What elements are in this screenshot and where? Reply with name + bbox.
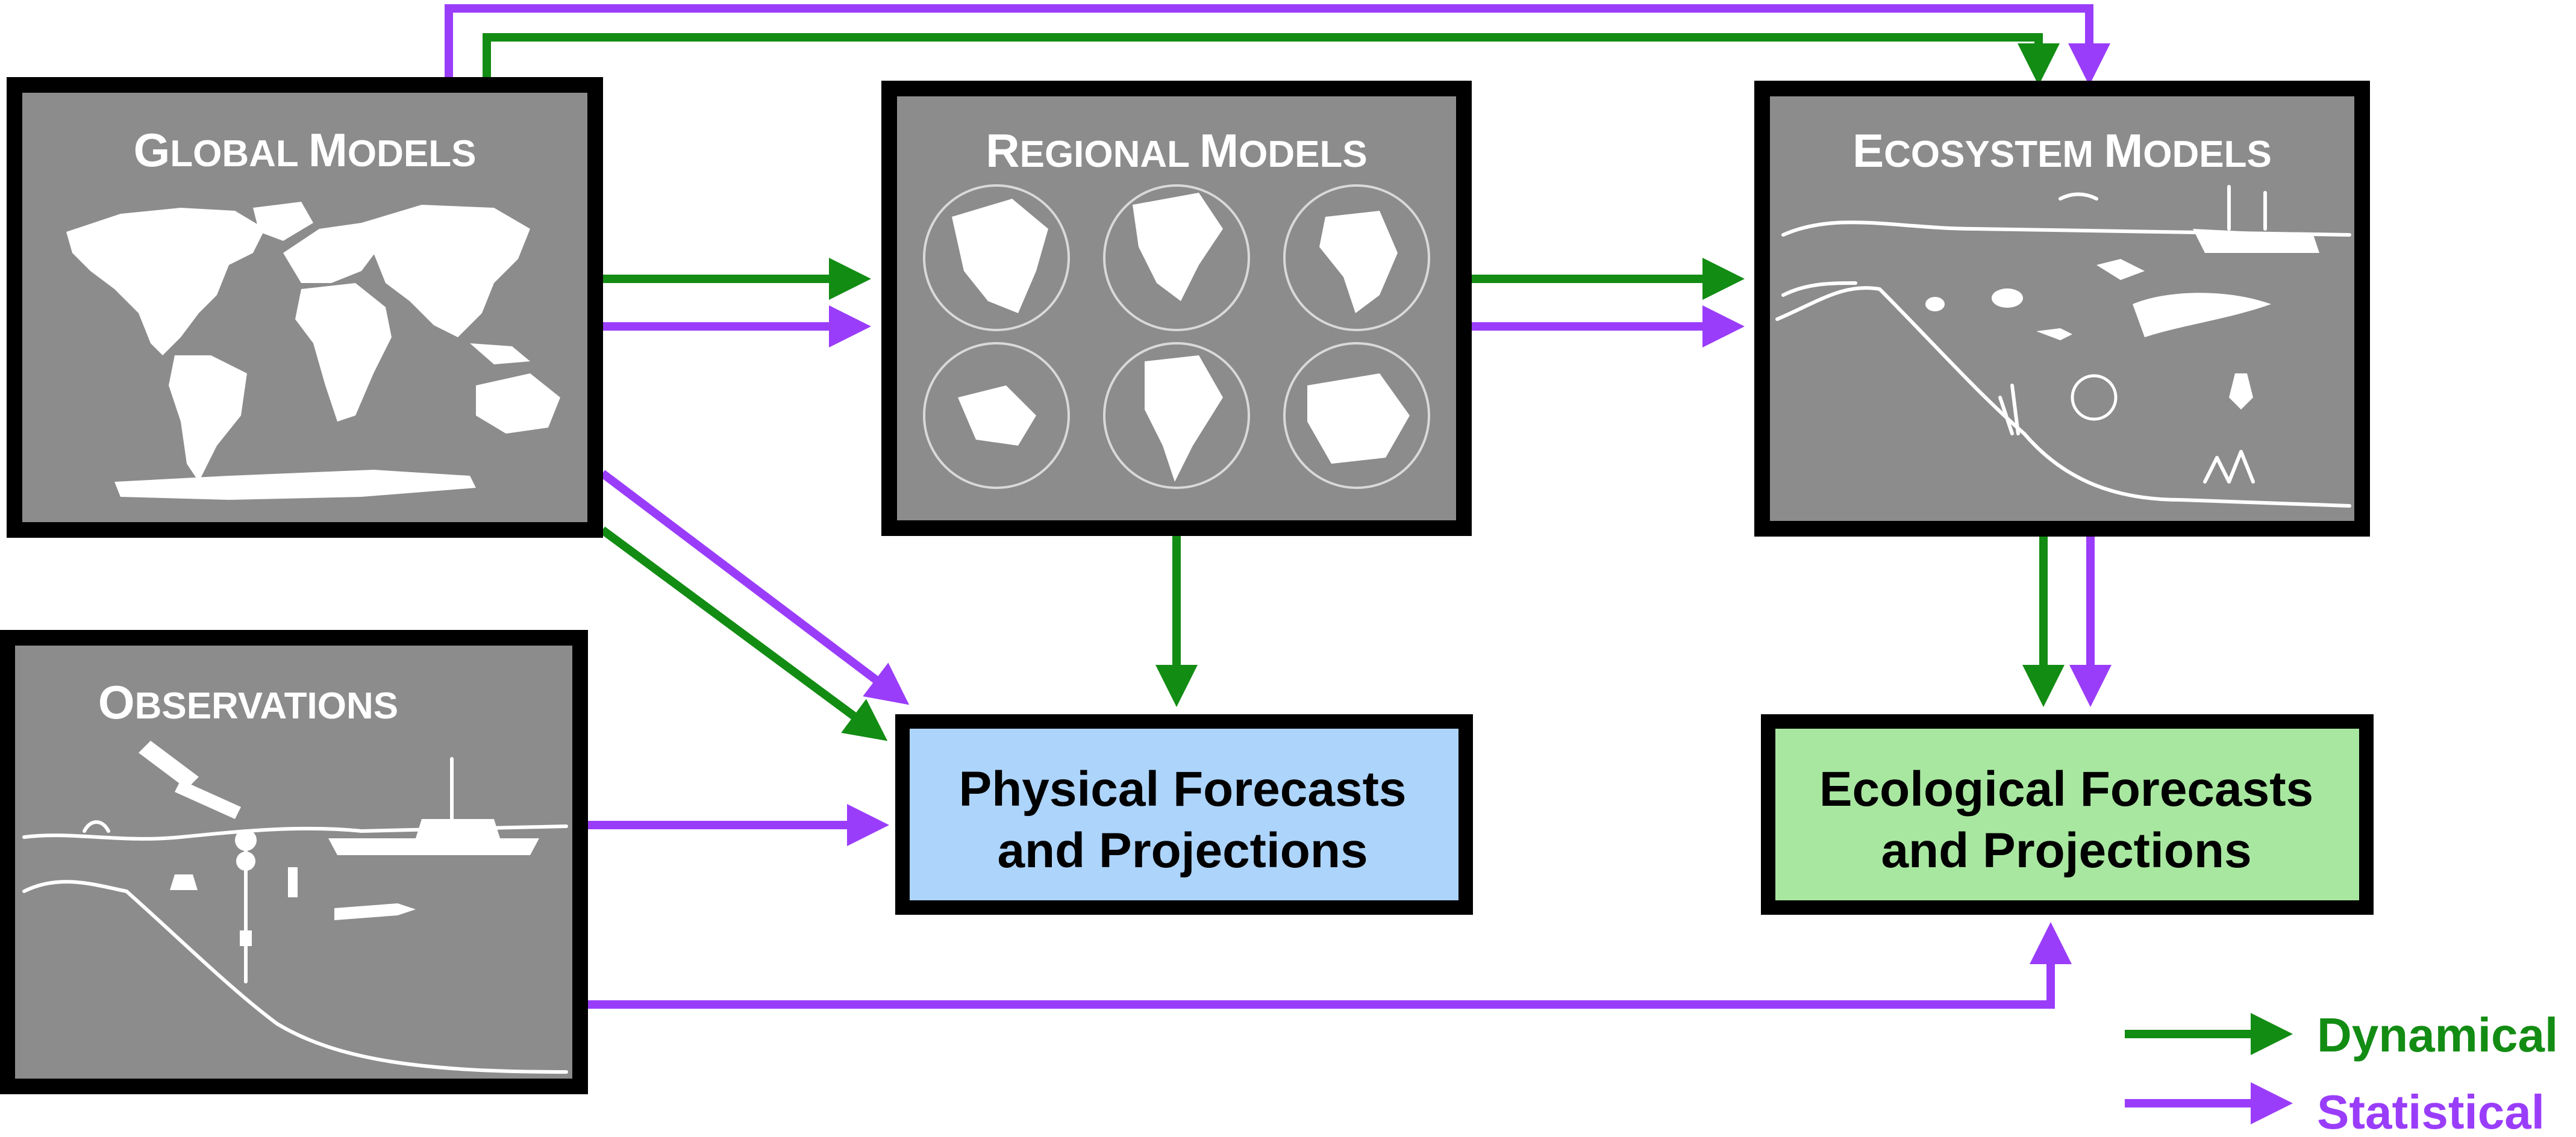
globes-icon: [923, 184, 1430, 489]
legend-dynamical-label: Dynamical: [2317, 1008, 2558, 1062]
ecological-forecasts-line2: and Projections: [1881, 823, 2251, 878]
world-map-icon: [66, 202, 560, 500]
ecological-forecasts-box: Ecological Forecasts and Projections: [1761, 714, 2374, 915]
ecosystem-models-box: ECOSYSTEM MODELS: [1754, 81, 2370, 537]
global-models-title: GLOBAL MODELS: [134, 123, 477, 176]
arrow-global-to-ecosystem-statistical: [445, 4, 2110, 86]
ecosystem-models-title: ECOSYSTEM MODELS: [1852, 124, 2272, 177]
observations-box: OBSERVATIONS: [0, 630, 588, 1094]
regional-models-box: REGIONAL MODELS: [881, 81, 1472, 536]
arrow-global-to-physical-dynamical: [599, 526, 888, 741]
ocean-observations-icon: [22, 741, 568, 1074]
arrow-global-to-physical-statistical: [599, 470, 910, 705]
arrow-global-to-ecosystem-dynamical: [483, 33, 2060, 86]
arrow-observations-to-ecological-statistical: [587, 922, 2072, 1009]
regional-models-title: REGIONAL MODELS: [986, 124, 1367, 177]
global-models-box: GLOBAL MODELS: [7, 77, 603, 538]
ecological-forecasts-line1: Ecological Forecasts: [1819, 762, 2313, 817]
observations-title: OBSERVATIONS: [98, 676, 398, 729]
arrows: [445, 4, 2112, 1009]
legend-statistical-label: Statistical: [2317, 1085, 2545, 1137]
physical-forecasts-box: Physical Forecasts and Projections: [895, 714, 1473, 915]
marine-ecosystem-icon: [1775, 185, 2351, 508]
physical-forecasts-line2: and Projections: [997, 823, 1368, 878]
legend: Dynamical Statistical: [2125, 1008, 2558, 1137]
physical-forecasts-line1: Physical Forecasts: [959, 762, 1407, 817]
